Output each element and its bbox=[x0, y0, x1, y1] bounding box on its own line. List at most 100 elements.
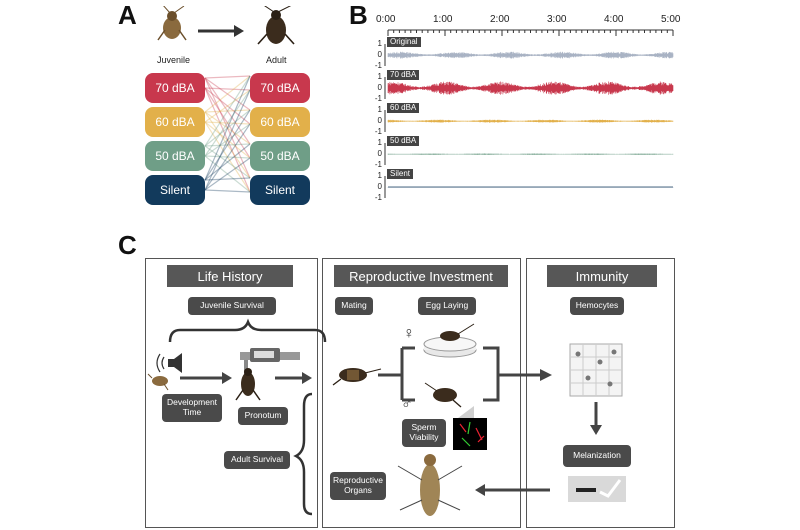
life-history-title: Life History bbox=[167, 265, 293, 287]
sperm-viability-tag: Sperm Viability bbox=[402, 419, 446, 447]
crossover-line bbox=[204, 89, 251, 123]
crossover-line bbox=[204, 75, 251, 147]
adult-label: Adult bbox=[266, 55, 287, 65]
male-cricket-icon bbox=[424, 382, 462, 408]
cricket-growth-illustration bbox=[157, 6, 295, 45]
time-tick-label: 2:00 bbox=[490, 14, 510, 25]
adult-cricket-icon bbox=[257, 6, 295, 45]
time-tick-label: 4:00 bbox=[604, 14, 624, 25]
crossover-line bbox=[204, 123, 251, 191]
crossover-line bbox=[204, 155, 251, 159]
egg-laying-tag: Egg Laying bbox=[418, 297, 476, 315]
melanization-implant-icon bbox=[568, 476, 626, 502]
time-tick-label: 3:00 bbox=[547, 14, 567, 25]
crossover-line bbox=[204, 145, 251, 179]
crossover-line bbox=[204, 111, 251, 179]
left-group-3: Silent bbox=[145, 175, 205, 205]
track-label-3: 50 dBA bbox=[387, 136, 420, 146]
crossover-line bbox=[204, 109, 251, 113]
crossover-line bbox=[204, 75, 251, 79]
y-tick-label: 1 bbox=[377, 105, 382, 114]
mating-cricket-icon bbox=[332, 368, 382, 386]
hemocyte-grid-icon bbox=[569, 343, 623, 397]
y-tick-label: 0 bbox=[377, 116, 382, 125]
juvenile-survival-brace bbox=[168, 318, 327, 343]
reproductive-organs-tag: Reproductive Organs bbox=[330, 472, 386, 500]
right-group-3: Silent bbox=[250, 175, 310, 205]
crossover-line bbox=[204, 77, 251, 145]
y-tick-label: -1 bbox=[374, 94, 382, 103]
adult-survival-brace bbox=[293, 392, 313, 516]
reproductive-investment-title: Reproductive Investment bbox=[334, 265, 508, 287]
crossover-line bbox=[204, 75, 251, 113]
crossover-line bbox=[204, 155, 251, 193]
waveform-3 bbox=[387, 153, 674, 155]
egg-laying-dish-icon bbox=[423, 323, 477, 358]
crossover-line bbox=[204, 111, 251, 145]
crossover-line bbox=[204, 121, 251, 159]
crossover-line bbox=[204, 109, 251, 181]
crossover-line bbox=[204, 87, 251, 159]
pronotum-tag: Pronotum bbox=[238, 407, 288, 425]
crossover-line bbox=[204, 87, 251, 193]
crossover-line bbox=[204, 77, 251, 111]
right-group-2: 50 dBA bbox=[250, 141, 310, 171]
crossover-line bbox=[204, 157, 251, 191]
y-tick-label: -1 bbox=[374, 127, 382, 136]
adult-survival-tag: Adult Survival bbox=[224, 451, 290, 469]
time-tick-label: 1:00 bbox=[433, 14, 453, 25]
y-tick-label: 1 bbox=[377, 72, 382, 81]
panel-c-illustrations bbox=[147, 318, 626, 516]
left-group-2: 50 dBA bbox=[145, 141, 205, 171]
crossover-line bbox=[204, 109, 251, 147]
group-crossover-lines bbox=[204, 75, 251, 193]
crossover-line bbox=[204, 87, 251, 91]
left-group-0: 70 dBA bbox=[145, 73, 205, 103]
y-tick-label: 0 bbox=[377, 149, 382, 158]
crossover-line bbox=[204, 89, 251, 191]
crossover-line bbox=[204, 89, 251, 157]
caliper-icon bbox=[240, 348, 300, 374]
waveform-1 bbox=[387, 81, 674, 95]
speaker-icon bbox=[156, 353, 182, 373]
y-tick-label: -1 bbox=[374, 160, 382, 169]
y-tick-label: 1 bbox=[377, 171, 382, 180]
juvenile-cricket-small-icon bbox=[147, 373, 169, 391]
crossover-line bbox=[204, 143, 251, 147]
panel-c-letter: C bbox=[118, 230, 137, 260]
juvenile-label: Juvenile bbox=[157, 55, 191, 65]
crossover-line bbox=[204, 123, 251, 157]
right-group-1: 60 dBA bbox=[250, 107, 310, 137]
juvenile-cricket-icon bbox=[157, 6, 187, 41]
y-tick-label: 0 bbox=[377, 182, 382, 191]
panel-a-letter: A bbox=[118, 0, 137, 30]
left-group-1: 60 dBA bbox=[145, 107, 205, 137]
crossover-line bbox=[204, 143, 251, 181]
crossover-line bbox=[204, 77, 251, 179]
y-tick-label: 1 bbox=[377, 39, 382, 48]
reproductive-organs-dissection-icon bbox=[397, 454, 463, 516]
waveform-2 bbox=[387, 119, 674, 123]
adult-cricket-measured-icon bbox=[235, 368, 261, 401]
track-label-4: Silent bbox=[387, 169, 414, 179]
crossover-line bbox=[204, 177, 251, 181]
mating-tag: Mating bbox=[335, 297, 373, 315]
crossover-line bbox=[204, 121, 251, 125]
waveform-0 bbox=[387, 51, 674, 59]
crossover-line bbox=[204, 87, 251, 125]
sperm-stain-image bbox=[453, 406, 487, 450]
juvenile-survival-tag: Juvenile Survival bbox=[188, 297, 276, 315]
y-tick-label: -1 bbox=[374, 61, 382, 70]
y-tick-label: 0 bbox=[377, 50, 382, 59]
female-symbol: ♀ bbox=[403, 325, 415, 342]
crossover-line bbox=[204, 189, 251, 193]
panel-b-letter: B bbox=[349, 0, 368, 30]
immunity-title: Immunity bbox=[547, 265, 657, 287]
hemocytes-tag: Hemocytes bbox=[570, 297, 624, 315]
time-tick-label: 5:00 bbox=[661, 14, 681, 25]
crossover-line bbox=[204, 121, 251, 193]
right-group-0: 70 dBA bbox=[250, 73, 310, 103]
y-tick-label: 1 bbox=[377, 138, 382, 147]
waveform-plot bbox=[384, 29, 674, 198]
track-label-0: Original bbox=[387, 37, 421, 47]
